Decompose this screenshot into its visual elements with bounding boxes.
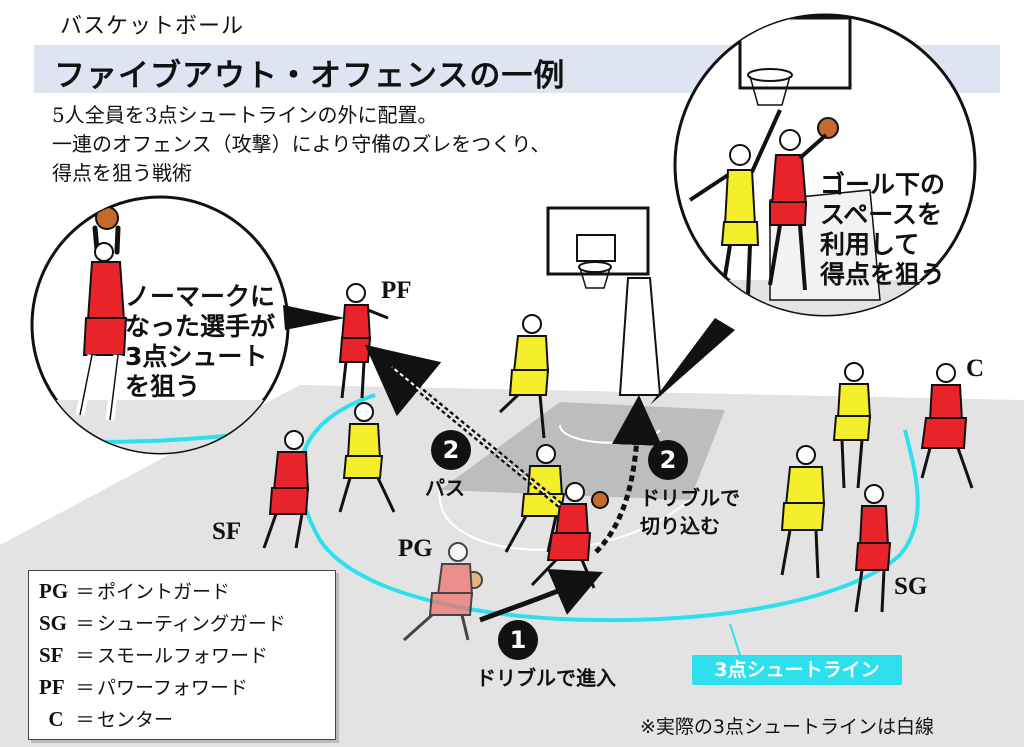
callout-line: 得点を狙う: [820, 260, 946, 289]
legend-row: C ＝センター: [39, 705, 173, 732]
callout-line: 3点シュート: [125, 342, 268, 371]
step1-label: ドリブルで進入: [476, 666, 616, 690]
arrow-step2-drive: [594, 395, 662, 554]
category-label: バスケットボール: [60, 14, 245, 39]
legend-abbr: PG: [39, 579, 69, 603]
step1-badge: 1: [498, 620, 538, 660]
legend-eq: ＝: [75, 709, 95, 731]
player-c-offense: [920, 363, 974, 489]
description-line: 5人全員を3点シュートラインの外に配置。: [52, 103, 438, 127]
legend-name: シューティングガード: [97, 613, 286, 635]
step2-drive-badge: 2: [648, 440, 688, 480]
description-line: 得点を狙う戦術: [52, 161, 192, 185]
three-point-line-label: 3点シュートライン: [692, 655, 902, 685]
shooter-right-red: [768, 117, 839, 291]
footnote: ※実際の3点シュートラインは白線: [640, 716, 935, 738]
legend-row: PF ＝パワーフォワード: [39, 673, 248, 700]
step2-drive-line: 切り込む: [640, 514, 720, 538]
player-pg-ghost: [403, 542, 483, 642]
legend-eq: ＝: [75, 645, 95, 667]
legend-row: SF ＝スモールフォワード: [39, 641, 268, 668]
callout-pointer-right: [650, 318, 735, 405]
arrow-step1-dribble: [479, 568, 603, 623]
callout-pointer-left: [283, 305, 345, 330]
legend-eq: ＝: [75, 677, 95, 699]
step2-drive-label: ドリブルで 切り込む: [640, 484, 740, 540]
callout-line: ノーマークに: [125, 282, 276, 311]
page-title: ファイブアウト・オフェンスの一例: [54, 58, 566, 94]
description: 5人全員を3点シュートラインの外に配置。 一連のオフェンス（攻撃）により守備のズ…: [52, 101, 550, 188]
arrow-step2-pass-inner: [391, 366, 561, 506]
player-defender-top: [498, 314, 550, 439]
callout-text-left: ノーマークに なった選手が 3点シュート を狙う: [125, 282, 275, 402]
position-label-pg: PG: [398, 535, 433, 562]
description-line: 一連のオフェンス（攻撃）により守備のズレをつくり、: [52, 132, 551, 156]
callout-line: ゴール下の: [820, 170, 946, 199]
free-throw-circle: [438, 489, 691, 551]
player-defender-sg: [780, 445, 826, 579]
player-ball-handler: [530, 482, 609, 589]
legend-name: センター: [97, 709, 174, 731]
position-label-pf: PF: [381, 277, 412, 304]
callout-text-right: ゴール下の スペースを 利用して 得点を狙う: [820, 170, 945, 290]
legend-name: ポイントガード: [97, 581, 231, 603]
legend-eq: ＝: [75, 581, 95, 603]
callout-line: を狙う: [125, 372, 201, 401]
player-sf-offense: [262, 430, 310, 549]
legend-abbr: SG: [39, 611, 68, 635]
player-defender-c: [832, 362, 872, 489]
legend-abbr: C: [48, 707, 64, 731]
shooter-left: [75, 206, 128, 421]
step2-pass-label: パス: [425, 476, 465, 500]
hoop-stand: [546, 206, 662, 396]
step2-drive-line: ドリブルで: [640, 486, 740, 510]
legend-abbr: SF: [39, 643, 64, 667]
position-label-sf: SF: [212, 518, 242, 545]
legend-row: PG ＝ポイントガード: [39, 577, 230, 604]
step2-pass-badge: 2: [431, 430, 471, 470]
position-label-c: C: [966, 355, 985, 382]
legend-box: PG＝ポイントガード SG＝シューティングガード SF＝スモールフォワード PF…: [28, 570, 336, 740]
legend-eq: ＝: [75, 613, 95, 635]
legend-row: SG ＝シューティングガード: [39, 609, 286, 636]
callout-line: 利用して: [820, 230, 920, 259]
position-label-sg: SG: [894, 573, 928, 600]
player-sg-offense: [854, 484, 892, 613]
callout-line: スペースを: [820, 200, 943, 229]
callout-line: なった選手が: [125, 312, 276, 341]
legend-abbr: PF: [39, 675, 65, 699]
legend-name: スモールフォワード: [97, 645, 269, 667]
legend-name: パワーフォワード: [97, 677, 248, 699]
player-defender-sf: [338, 402, 396, 513]
